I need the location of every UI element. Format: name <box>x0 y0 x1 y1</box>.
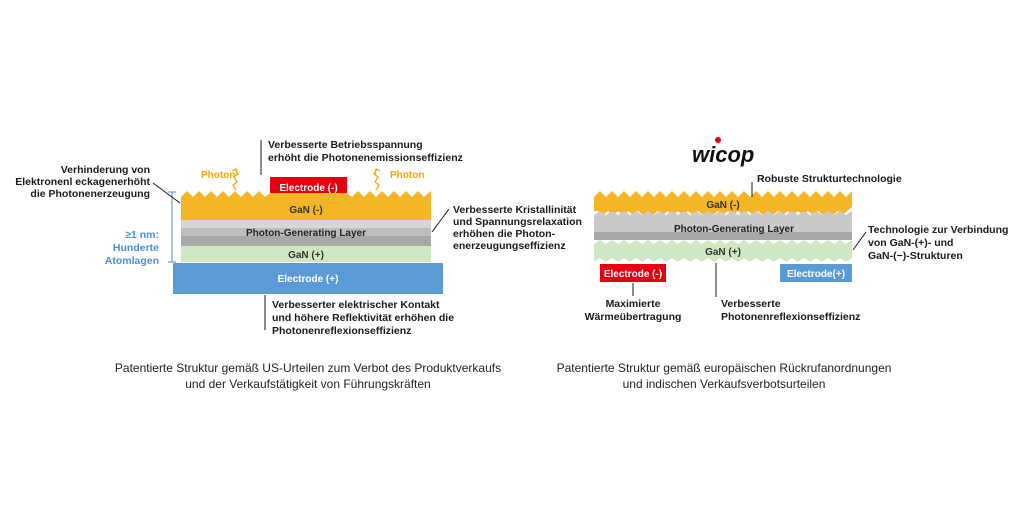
annotation-reflection: Verbesserte Photonenreflexionseffizienz <box>721 298 860 323</box>
annotation-heat-line-1: Maximierte <box>606 298 661 310</box>
annotation-operating-voltage-line-1: Verbesserte Betriebsspannung <box>268 139 423 151</box>
annotation-connection-line-1: Technologie zur Verbindung <box>868 224 1008 236</box>
annotation-connection-line-3: GaN-(−)-Strukturen <box>868 250 963 262</box>
gan-positive-label-right: GaN (+) <box>705 247 741 258</box>
left-diagram: Photon Photon Electrode (-) GaN (-) Phot… <box>15 139 582 391</box>
electrode-negative-right-label: Electrode (-) <box>604 269 662 280</box>
gan-negative-label-right: GaN (-) <box>706 200 739 211</box>
thickness-line-2: Hunderte <box>113 242 159 254</box>
left-caption-line-1: Patentierte Struktur gemäß US-Urteilen z… <box>115 361 501 375</box>
electrode-positive-right <box>780 264 852 282</box>
right-caption: Patentierte Struktur gemäß europäischen … <box>557 361 892 391</box>
annotation-contact: Verbesserter elektrischer Kontakt und hö… <box>272 299 454 337</box>
electrode-positive-bottom-label: Electrode (+) <box>278 274 339 285</box>
wicop-logo-dot <box>715 137 721 143</box>
electrode-negative-top-label: Electrode (-) <box>279 183 337 194</box>
gan-positive-label: GaN (+) <box>288 250 324 261</box>
annotation-contact-line-3: Photonenreflexionseffizienz <box>272 325 411 337</box>
photon-label-left: Photon <box>201 170 235 181</box>
annotation-heat: Maximierte Wärmeübertragung <box>585 298 682 323</box>
annotation-crystallinity-line-2: und Spannungsrelaxation <box>453 216 582 228</box>
right-diagram: wicop GaN (-) Photon-Generating Layer Ga… <box>557 137 1008 391</box>
gan-negative-layer <box>181 191 431 220</box>
annotation-leakage-line-1: Verhinderung von <box>61 164 150 176</box>
photon-arrows <box>231 168 381 191</box>
annotation-contact-line-2: und höhere Reflektivität erhöhen die <box>272 312 454 324</box>
annotation-crystallinity-line-1: Verbesserte Kristallinität <box>453 204 577 216</box>
photon-layer-light-1 <box>181 220 431 228</box>
annotation-contact-line-1: Verbesserter elektrischer Kontakt <box>272 299 440 311</box>
annotation-connection: Technologie zur Verbindung von GaN-(+)- … <box>868 224 1008 262</box>
left-caption: Patentierte Struktur gemäß US-Urteilen z… <box>115 361 501 391</box>
annotation-operating-voltage: Verbesserte Betriebsspannung erhöht die … <box>268 139 463 164</box>
electrode-positive-right-label: Electrode(+) <box>787 269 845 280</box>
right-caption-line-2: und indischen Verkaufsverbotsurteilen <box>623 377 826 391</box>
leader-top-left <box>152 182 181 204</box>
thickness-annotation: ≥1 nm: Hunderte Atomlagen <box>105 229 159 267</box>
annotation-operating-voltage-line-2: erhöht die Photonenemissionseffizienz <box>268 152 463 164</box>
photon-layer-label: Photon-Generating Layer <box>246 228 366 239</box>
annotation-connection-line-2: von GaN-(+)- und <box>868 237 953 249</box>
thickness-line-1: ≥1 nm: <box>125 229 159 241</box>
thickness-line-3: Atomlagen <box>105 255 159 267</box>
right-caption-line-1: Patentierte Struktur gemäß europäischen … <box>557 361 892 375</box>
gan-negative-layer-right <box>594 191 852 215</box>
annotation-leakage: Verhinderung von Elektronenl eckagenerhö… <box>15 164 150 200</box>
leader-connection <box>852 231 867 251</box>
annotation-heat-line-2: Wärmeübertragung <box>585 311 682 323</box>
annotation-reflection-line-1: Verbesserte <box>721 298 781 310</box>
left-caption-line-2: und der Verkaufstätigkeit von Führungskr… <box>185 377 430 391</box>
annotation-crystallinity: Verbesserte Kristallinität und Spannungs… <box>453 204 582 252</box>
photon-layer-right-dark <box>594 232 852 240</box>
annotation-robust: Robuste Strukturtechnologie <box>757 173 902 185</box>
photon-layer-mid <box>181 228 431 236</box>
gan-positive-layer-right <box>594 240 852 262</box>
leader-right <box>431 208 450 233</box>
annotation-leakage-line-3: die Photonenerzeugung <box>30 188 150 200</box>
annotation-crystallinity-line-3: erhöhen die Photon- <box>453 228 556 240</box>
photon-layer-right <box>594 211 852 238</box>
gan-positive-layer <box>181 246 431 262</box>
electrode-negative-top <box>270 177 347 197</box>
photon-label-right: Photon <box>390 170 424 181</box>
annotation-reflection-line-2: Photonenreflexionseffizienz <box>721 311 860 323</box>
wicop-logo-text: wicop <box>692 142 754 167</box>
photon-layer-label-right: Photon-Generating Layer <box>674 224 794 235</box>
wicop-logo: wicop <box>692 137 754 167</box>
gan-negative-label: GaN (-) <box>289 205 322 216</box>
photon-layer-dark <box>181 236 431 246</box>
annotation-leakage-line-2: Elektronenl eckagenerhöht <box>15 176 150 188</box>
electrode-positive-bottom <box>173 263 443 294</box>
annotation-crystallinity-line-4: enerzeugungseffizienz <box>453 240 566 252</box>
electrode-negative-right <box>600 264 666 282</box>
